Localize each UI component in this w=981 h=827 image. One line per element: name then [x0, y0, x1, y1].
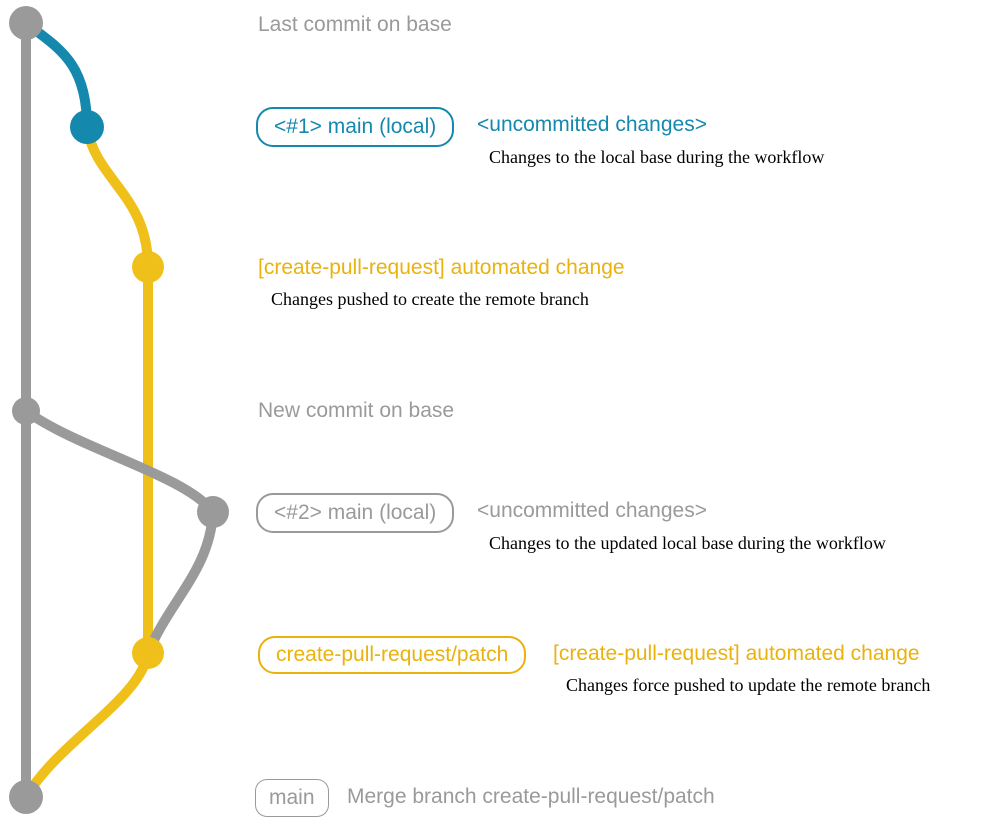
patch-branch-curve [82, 126, 153, 268]
local-changes-1-line [22, 19, 92, 128]
last-commit-label: Last commit on base [258, 13, 452, 36]
new-commit-label: New commit on base [258, 399, 455, 422]
commit-dot-automated-2 [132, 637, 164, 669]
automated-change-label-2: [create-pull-request] automated change [553, 642, 920, 665]
commit-dot-new-base [12, 397, 40, 425]
description-automated-change-1: Changes pushed to create the remote bran… [271, 289, 589, 309]
description-local-changes-1: Changes to the local base during the wor… [489, 147, 825, 167]
description-local-changes-2: Changes to the updated local base during… [489, 533, 886, 553]
uncommitted-changes-label-2: <uncommitted changes> [477, 499, 707, 522]
branch-pill-create-pull-request-patch: create-pull-request/patch [258, 636, 527, 674]
merge-commit-message: Merge branch create-pull-request/patch [347, 785, 715, 808]
commit-dot-merge [9, 780, 43, 814]
commit-dot-local-1 [70, 110, 104, 144]
commit-graph [9, 6, 229, 814]
merge-curve [21, 651, 153, 800]
branch-pill-main-local-2: <#2> main (local) [256, 493, 455, 533]
force-push-curve [143, 511, 218, 655]
commit-dot-last-base [9, 6, 43, 40]
commit-dot-local-2 [197, 496, 229, 528]
branch-pill-main: main [255, 779, 329, 817]
automated-change-label-1: [create-pull-request] automated change [258, 256, 625, 279]
branch-pill-main-local-1: <#1> main (local) [256, 107, 455, 147]
uncommitted-changes-label-1: <uncommitted changes> [477, 113, 707, 136]
commit-dot-automated-1 [132, 251, 164, 283]
description-automated-change-2: Changes force pushed to update the remot… [566, 675, 931, 695]
local-changes-2-line [23, 406, 217, 516]
